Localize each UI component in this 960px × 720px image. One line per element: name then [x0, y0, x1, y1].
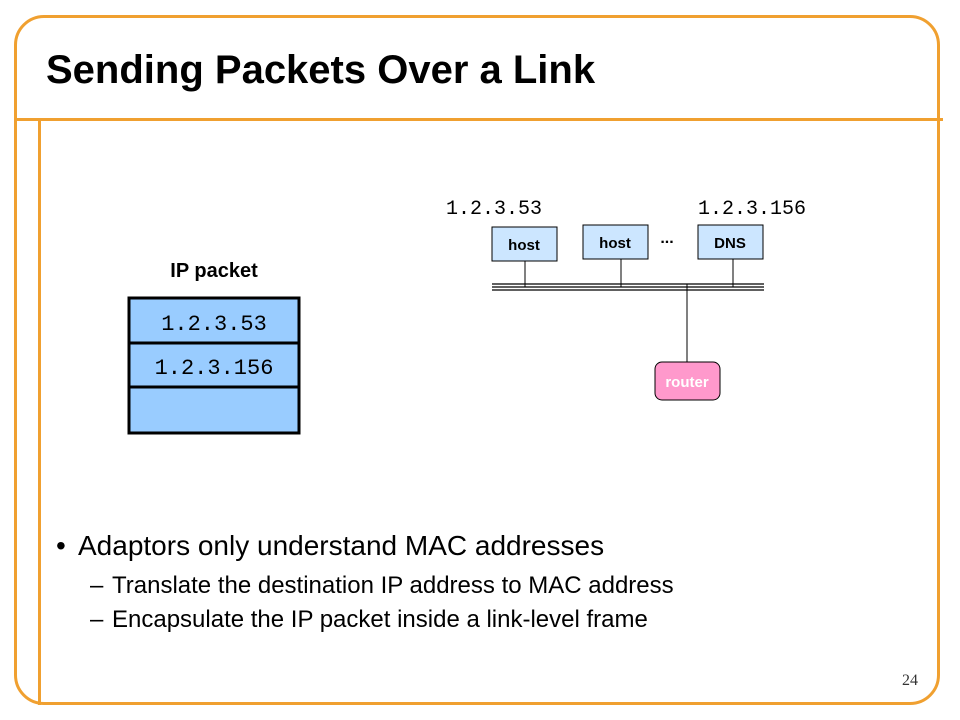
packet-dst-ip: 1.2.3.156 — [155, 356, 274, 381]
left-margin-rule — [38, 121, 41, 705]
title-divider — [14, 118, 943, 121]
dash-symbol: – — [90, 572, 104, 599]
host2-label: host — [599, 235, 631, 252]
host1-box — [491, 226, 558, 262]
slide-frame — [14, 15, 940, 705]
bullet-list: • Adaptors only understand MAC addresses… — [56, 530, 674, 634]
ip-packet-box — [127, 296, 301, 435]
bullet-sub-2-text: Encapsulate the IP packet inside a link-… — [112, 606, 648, 633]
ip-packet-label: IP packet — [170, 260, 258, 282]
bullet-sub-1: – Translate the destination IP address t… — [90, 572, 674, 600]
bullet-symbol: • — [56, 530, 66, 561]
dns-label: DNS — [714, 235, 746, 252]
bullet-main-text: Adaptors only understand MAC addresses — [78, 530, 605, 561]
host2-box — [582, 224, 649, 260]
page-number: 24 — [902, 672, 918, 689]
host1-label: host — [508, 237, 540, 254]
slide-title: Sending Packets Over a Link — [46, 48, 596, 92]
dns-box — [697, 224, 764, 260]
router-box — [654, 361, 721, 401]
router-label: router — [665, 374, 709, 391]
bullet-sub-1-text: Translate the destination IP address to … — [112, 572, 674, 599]
dns-ip-label: 1.2.3.156 — [698, 198, 806, 221]
bullet-sub-2: – Encapsulate the IP packet inside a lin… — [90, 606, 674, 634]
dash-symbol: – — [90, 606, 104, 633]
bullet-main: • Adaptors only understand MAC addresses — [56, 530, 674, 562]
packet-src-ip: 1.2.3.53 — [161, 312, 267, 337]
host-ip-label: 1.2.3.53 — [446, 198, 542, 221]
more-hosts-ellipsis: ... — [660, 230, 673, 247]
